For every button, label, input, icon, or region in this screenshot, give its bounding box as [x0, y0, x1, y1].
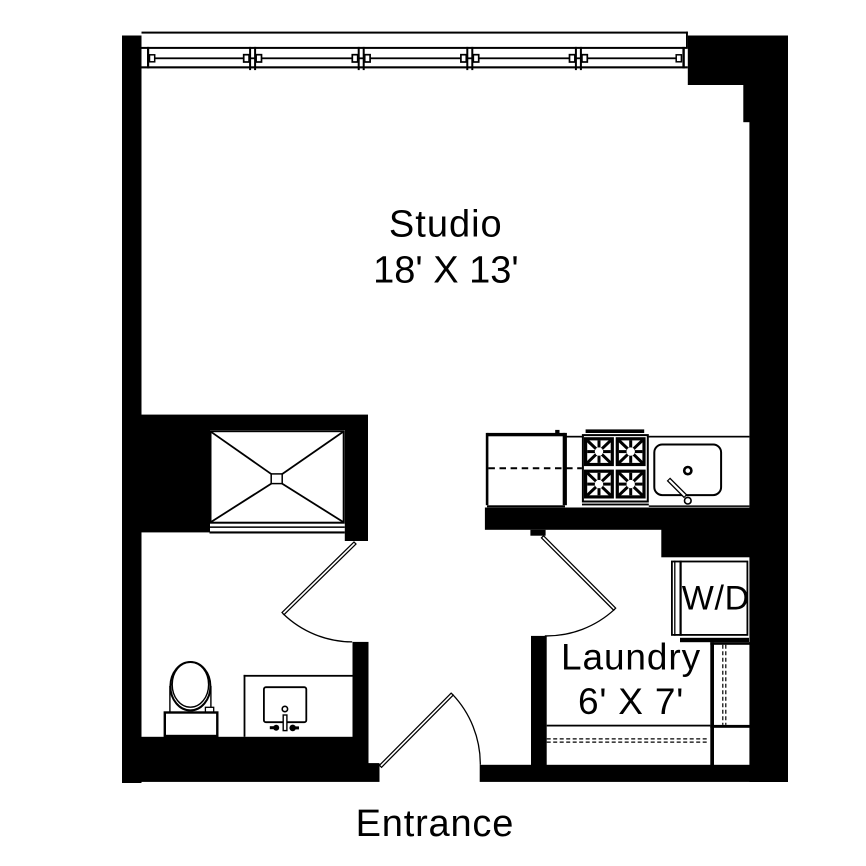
svg-text:W/D: W/D	[682, 579, 750, 617]
svg-text:6' X 7': 6' X 7'	[578, 681, 684, 722]
svg-text:Laundry: Laundry	[561, 636, 701, 677]
svg-text:Studio: Studio	[389, 204, 503, 246]
svg-text:18' X 13': 18' X 13'	[373, 250, 519, 292]
svg-text:Entrance: Entrance	[356, 803, 515, 845]
